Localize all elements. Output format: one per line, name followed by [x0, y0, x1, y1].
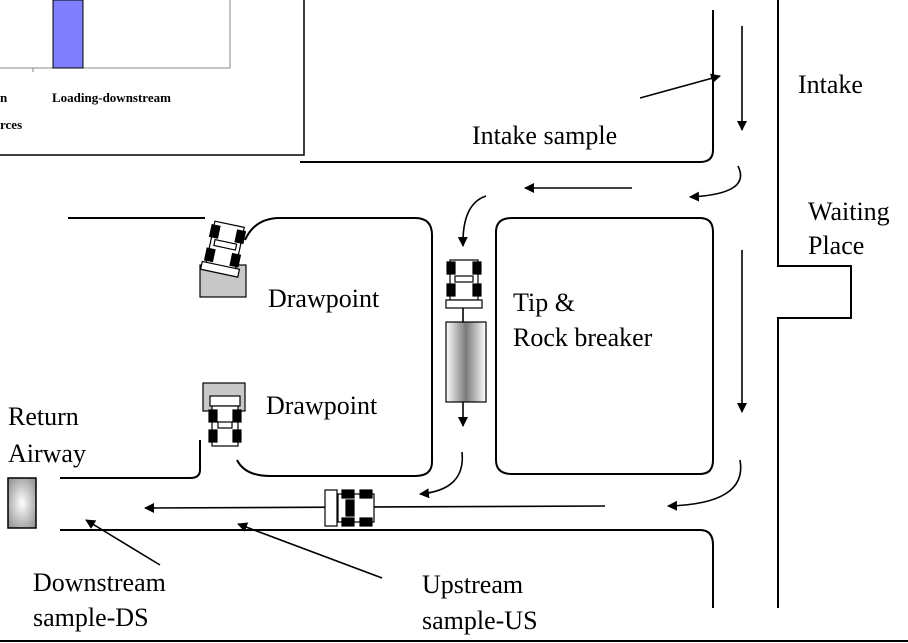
inset-chart — [0, 0, 305, 156]
right-pillar — [495, 217, 714, 475]
downstream-sample-label-1: Downstream — [33, 568, 166, 597]
downstream-sample-label-2: sample-DS — [33, 603, 149, 632]
tip-label-2: Rock breaker — [513, 323, 653, 352]
intake-sample-label: Intake sample — [472, 121, 618, 150]
orepass-rect — [445, 321, 487, 403]
return-airway-fan — [7, 477, 37, 529]
tip-label-1: Tip & — [513, 288, 575, 317]
truck-bottom-icon — [324, 489, 375, 527]
return-airway-label-1: Return — [8, 402, 79, 431]
return-airway-label-2: Airway — [8, 439, 86, 468]
inset-category-label: Loading-downstream — [52, 90, 171, 105]
airflow-arrows — [144, 26, 747, 513]
inset-axis-label-partial: rces — [0, 117, 23, 132]
upstream-sample-label-2: sample-US — [422, 606, 538, 635]
intake-right-wall — [777, 0, 852, 608]
inset-category-partial: n — [0, 90, 8, 105]
flow-arrow-curve-down — [457, 195, 487, 247]
return-airway-wall — [60, 440, 201, 479]
downstream-sample-pointer — [85, 519, 161, 566]
waiting-place-label-2: Place — [808, 231, 865, 260]
flow-arrow-curve-top — [689, 165, 742, 202]
tip-orepass — [445, 321, 487, 403]
equipment — [199, 220, 483, 527]
left-pillar — [236, 217, 433, 477]
flow-arrow-bottom-drift — [144, 502, 606, 513]
sample-pointers — [85, 73, 721, 579]
loader-upper-icon — [199, 220, 247, 298]
intake-sample-pointer — [639, 73, 721, 99]
upstream-sample-label-1: Upstream — [422, 570, 524, 599]
waiting-place-label-1: Waiting — [808, 197, 890, 226]
inset-chart-frame — [0, 0, 305, 156]
roadway-walls — [60, 0, 852, 608]
bottom-drift-wall — [60, 529, 714, 608]
intake-left-wall — [300, 10, 714, 163]
drawpoint-lower-label: Drawpoint — [266, 391, 378, 420]
flow-arrow-curve-right — [667, 459, 742, 511]
intake-label: Intake — [798, 70, 863, 99]
upstream-sample-pointer — [237, 522, 383, 579]
inset-chart-bar — [52, 0, 84, 69]
flow-arrow-curve-bottom — [419, 451, 464, 499]
truck-tip-icon — [445, 259, 483, 309]
drawpoint-upper-label: Drawpoint — [268, 284, 380, 313]
loader-lower-icon — [202, 382, 246, 447]
